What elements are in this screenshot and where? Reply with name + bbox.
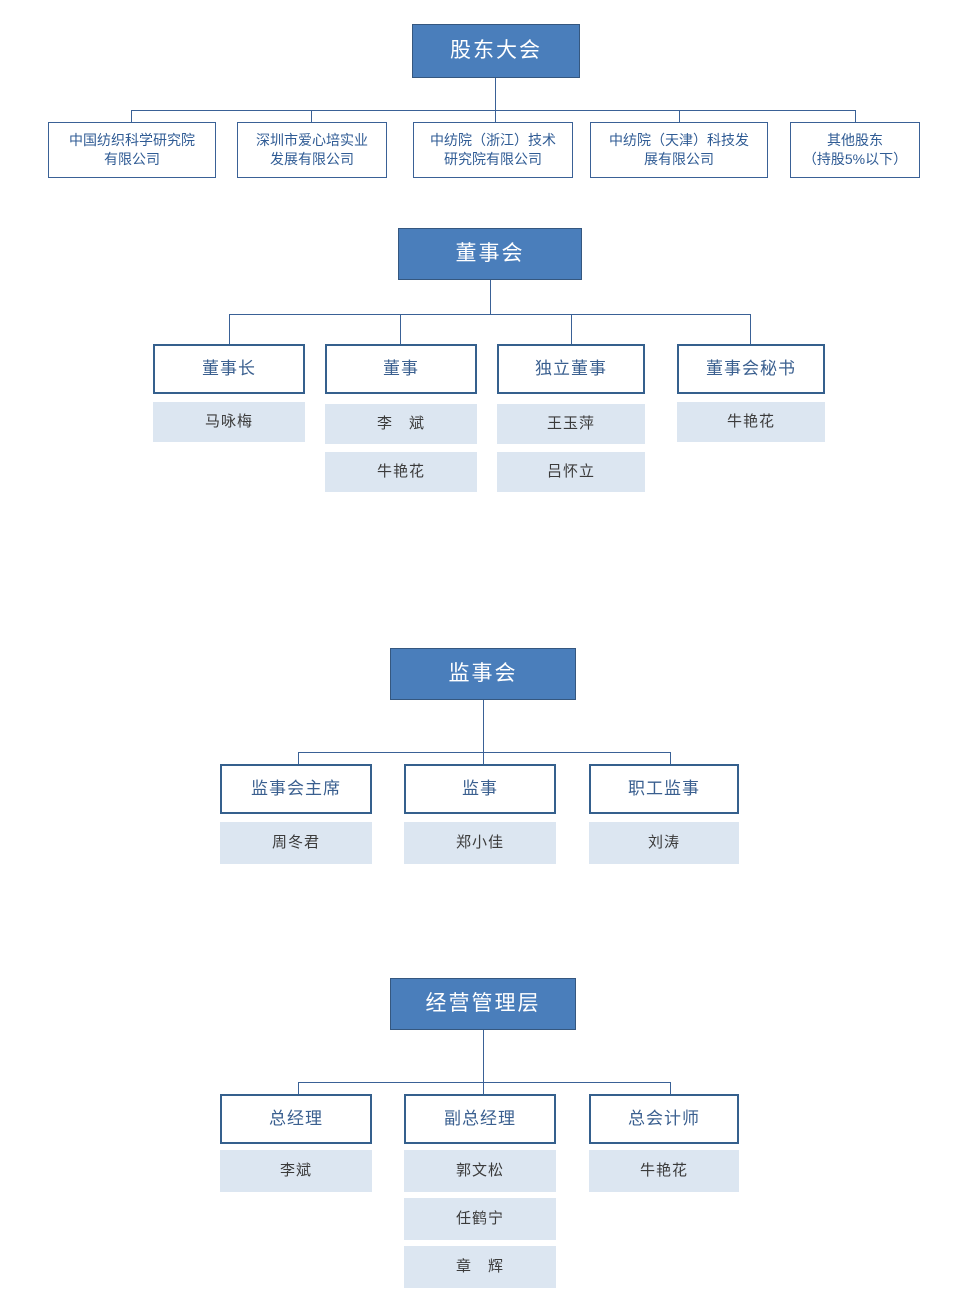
shareholder-box-3[interactable]: 中纺院（浙江）技术 研究院有限公司 [413,122,573,178]
name-plate-independent-director-1[interactable]: 王玉萍 [497,404,645,444]
name-plate-independent-director-2[interactable]: 吕怀立 [497,452,645,492]
shareholder-2-line2: 发展有限公司 [270,151,354,167]
role-box-general-manager[interactable]: 总经理 [220,1094,372,1144]
connector-drop-shareholder-5 [855,110,856,122]
shareholder-4-line2: 展有限公司 [644,151,714,167]
shareholder-5-line1: 其他股东 [827,132,883,149]
shareholder-5-line2: （持股5%以下） [802,151,908,167]
name-plate-deputy-general-manager-3[interactable]: 章 辉 [404,1246,556,1288]
connector-drop-shareholder-3 [495,110,496,122]
shareholder-3-line1: 中纺院（浙江）技术 [430,132,556,149]
shareholder-3-line2: 研究院有限公司 [444,151,542,167]
connector-horizontal-board-bus [229,314,750,315]
connector-vertical-supervisors-trunk [483,700,484,752]
shareholder-4-line1: 中纺院（天津）科技发 [609,132,749,149]
name-plate-general-manager-1[interactable]: 李斌 [220,1150,372,1192]
connector-vertical-management-trunk [483,1030,484,1082]
connector-drop-board-role-4 [750,314,751,344]
connector-vertical-board-trunk [490,280,491,314]
name-plate-director-1[interactable]: 李 斌 [325,404,477,444]
name-plate-deputy-general-manager-1[interactable]: 郭文松 [404,1150,556,1192]
name-plate-board-secretary-1[interactable]: 牛艳花 [677,402,825,442]
name-plate-chief-accountant-1[interactable]: 牛艳花 [589,1150,739,1192]
connector-drop-board-role-2 [400,314,401,344]
connector-drop-board-role-3 [571,314,572,344]
connector-horizontal-supervisors-bus [298,752,670,753]
connector-drop-management-role-3 [670,1082,671,1094]
role-box-chief-accountant[interactable]: 总会计师 [589,1094,739,1144]
name-plate-supervisor-1[interactable]: 郑小佳 [404,822,556,864]
role-box-supervisor[interactable]: 监事 [404,764,556,814]
shareholder-box-5[interactable]: 其他股东 （持股5%以下） [790,122,920,178]
name-plate-deputy-general-manager-2[interactable]: 任鹤宁 [404,1198,556,1240]
shareholder-1-line1: 中国纺织科学研究院 [69,132,195,149]
connector-drop-supervisor-role-3 [670,752,671,764]
connector-drop-supervisor-role-1 [298,752,299,764]
name-plate-chairman-1[interactable]: 马咏梅 [153,402,305,442]
shareholder-box-4[interactable]: 中纺院（天津）科技发 展有限公司 [590,122,768,178]
role-box-supervisory-chairman[interactable]: 监事会主席 [220,764,372,814]
connector-drop-management-role-1 [298,1082,299,1094]
header-supervisory-board[interactable]: 监事会 [390,648,576,700]
role-box-employee-supervisor[interactable]: 职工监事 [589,764,739,814]
connector-drop-shareholder-1 [131,110,132,122]
role-box-chairman[interactable]: 董事长 [153,344,305,394]
connector-horizontal-management-bus [298,1082,670,1083]
role-box-director[interactable]: 董事 [325,344,477,394]
header-management[interactable]: 经营管理层 [390,978,576,1030]
role-box-deputy-general-manager[interactable]: 副总经理 [404,1094,556,1144]
shareholder-box-2[interactable]: 深圳市爱心培实业 发展有限公司 [237,122,387,178]
shareholder-2-line1: 深圳市爱心培实业 [256,132,368,149]
name-plate-director-2[interactable]: 牛艳花 [325,452,477,492]
header-board-of-directors[interactable]: 董事会 [398,228,582,280]
role-box-independent-director[interactable]: 独立董事 [497,344,645,394]
connector-horizontal-shareholders-bus [131,110,855,111]
connector-vertical-shareholders-trunk [495,78,496,110]
shareholder-1-line2: 有限公司 [104,151,160,167]
header-shareholders-meeting[interactable]: 股东大会 [412,24,580,78]
connector-drop-board-role-1 [229,314,230,344]
connector-drop-shareholder-4 [679,110,680,122]
connector-drop-management-role-2 [483,1082,484,1094]
connector-drop-supervisor-role-2 [483,752,484,764]
shareholder-box-1[interactable]: 中国纺织科学研究院 有限公司 [48,122,216,178]
name-plate-supervisory-chairman-1[interactable]: 周冬君 [220,822,372,864]
role-box-board-secretary[interactable]: 董事会秘书 [677,344,825,394]
connector-drop-shareholder-2 [311,110,312,122]
name-plate-employee-supervisor-1[interactable]: 刘涛 [589,822,739,864]
